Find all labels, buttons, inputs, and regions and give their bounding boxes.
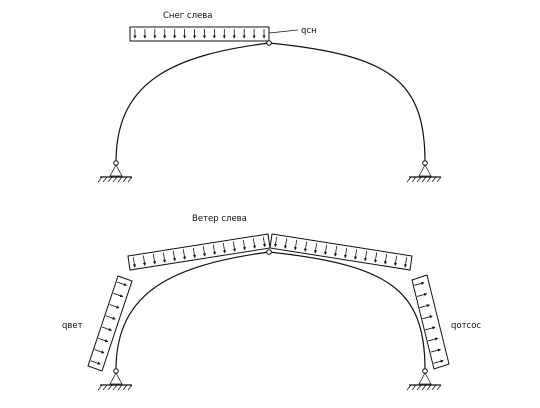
wind-ridge-hinge [266,249,272,255]
wind-roof-left-arrow [162,252,167,263]
snow-load-rect [129,26,270,42]
wind-wall-right-arrow [430,348,442,353]
wind-wall-right-arrow [419,304,431,308]
wind-title: Ветер слева [192,214,247,224]
wind-wall-left-arrow [109,304,120,309]
wind-roof-right-arrow [393,255,398,267]
wind-roof-right-arrow [273,236,278,248]
wind-roof-right-arrow [343,247,348,259]
wind-roof-right-arrow [353,249,358,260]
wind-roof-right-arrow [293,239,298,251]
wind-wall-left-arrow [90,360,101,365]
wind-wall-right-arrow [422,315,433,320]
wind-wall-left-arrow [105,315,116,320]
wind-roof-left-arrow [232,241,237,252]
wind-wall-left-arrow [113,292,124,298]
snow-load-block [129,26,270,42]
snow-arch-left [115,42,270,163]
wind-roof-left-arrow [202,246,207,257]
wind-roof-right-arrow [403,257,408,268]
wind-wall-right-arrow [427,337,439,342]
wind-wall-right-rect [411,274,450,370]
wind-roof-right-arrow [333,246,338,257]
snow-load-leader [268,29,299,34]
wind-wall-right-arrow [425,326,436,331]
wind-roof-left-arrow [242,239,247,251]
wind-roof-right-arrow [303,241,308,252]
wind-roof-left-rect [127,233,271,271]
wind-support-left [97,368,133,391]
wind-roof-right-arrow [363,250,368,262]
wind-wall-right-arrow [433,359,444,364]
wind-roof-left-arrow [192,247,197,259]
wind-right-label: qотсос [451,321,481,331]
wind-wall-right-block [411,274,450,370]
wind-roof-left-arrow [152,253,157,265]
wind-scheme: Ветер слева qвет qотсос [62,214,481,391]
wind-roof-left-arrow [252,238,257,249]
wind-wall-left-arrow [98,337,109,343]
wind-roof-right-arrow [383,253,388,265]
wind-support-right [406,368,442,391]
wind-roof-right-rect [269,233,413,271]
wind-wall-left-block [87,275,133,372]
snow-support-right [406,160,442,183]
wind-roof-left-block [127,233,271,271]
wind-arch-right [268,251,426,371]
wind-roof-left-arrow [182,249,187,260]
snow-load-label: qсн [301,26,317,36]
wind-roof-left-arrow [262,236,267,248]
wind-roof-right-block [269,233,413,271]
wind-left-label: qвет [62,321,83,331]
wind-wall-left-arrow [116,281,127,286]
snow-arch-right [268,42,426,163]
wind-roof-left-arrow [142,255,147,267]
wind-roof-left-arrow [172,250,177,262]
wind-roof-left-arrow [212,244,217,256]
wind-wall-left-arrow [94,349,105,354]
snow-ridge-hinge [266,40,272,46]
wind-roof-right-arrow [373,252,378,263]
wind-arch-left [115,251,270,371]
wind-roof-right-arrow [323,244,328,256]
wind-roof-left-arrow [132,257,137,268]
wind-roof-left-arrow [222,242,227,254]
wind-wall-right-arrow [414,281,425,286]
wind-roof-right-arrow [283,238,288,249]
wind-wall-left-arrow [101,326,112,331]
wind-roof-right-arrow [313,242,318,254]
wind-wall-left-rect [87,275,133,372]
snow-title: Снег слева [163,11,212,21]
snow-scheme: Снег слева qсн [97,11,442,183]
wind-wall-right-arrow [416,292,428,297]
snow-support-left [97,160,133,183]
